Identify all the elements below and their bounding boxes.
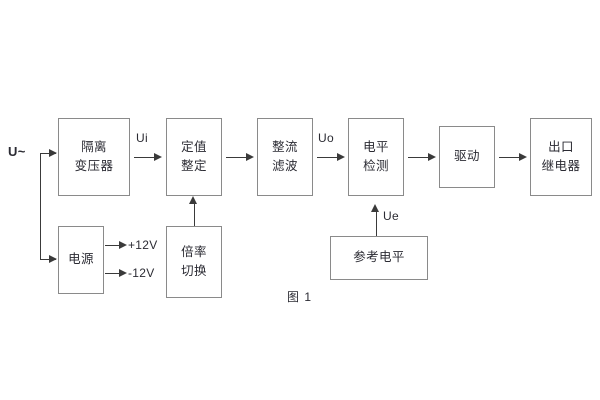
block-reference-level: 参考电平 (330, 236, 428, 280)
arrow-into-power-supply-icon (49, 254, 57, 263)
branch-to-transformer-wire (40, 152, 56, 154)
wire-setting-to-rectifier (226, 156, 248, 158)
signal-label-uo: Uo (318, 131, 334, 145)
arrow-plus12v-icon (119, 240, 127, 249)
wire-plus12v (105, 244, 121, 246)
arrow-rectifier-to-level-detection-icon (337, 152, 345, 161)
arrow-multiplier-to-setting-icon (189, 196, 197, 204)
block-multiplier-switch: 倍率 切换 (166, 226, 222, 298)
block-isolation-transformer-line-1: 隔离 (81, 139, 107, 154)
block-multiplier-switch-line-1: 倍率 (181, 244, 207, 259)
wire-reference-to-level-detection (375, 211, 377, 236)
arrow-level-detection-to-driver-icon (428, 152, 436, 161)
signal-label-ue: Ue (383, 209, 399, 223)
arrow-into-transformer-icon (49, 148, 57, 157)
block-setting-adjust-line-1: 定值 (181, 139, 207, 154)
arrow-minus12v-icon (119, 268, 127, 277)
block-output-relay: 出口 继电器 (530, 118, 592, 196)
block-output-relay-line-1: 出口 (548, 139, 574, 154)
block-driver: 驱动 (439, 126, 495, 188)
block-reference-level-line-1: 参考电平 (353, 250, 405, 265)
block-power-supply-line-1: 电源 (68, 252, 94, 267)
block-isolation-transformer-line-2: 变压器 (74, 159, 114, 173)
block-output-relay-line-2: 继电器 (541, 159, 581, 173)
figure-caption: 图 1 (287, 290, 313, 304)
block-isolation-transformer: 隔离 变压器 (58, 118, 130, 196)
arrow-transformer-to-setting-icon (154, 152, 162, 161)
block-level-detection: 电平 检测 (348, 118, 404, 196)
wire-multiplier-to-setting (193, 203, 195, 226)
block-multiplier-switch-line-2: 切换 (181, 264, 207, 278)
block-level-detection-line-1: 电平 (363, 139, 389, 154)
arrow-reference-to-level-detection-icon (371, 204, 379, 212)
arrow-driver-to-output-relay-icon (519, 152, 527, 161)
block-driver-line-1: 驱动 (454, 149, 480, 164)
input-branch-vertical-wire (40, 152, 42, 260)
branch-to-power-supply-wire (40, 258, 56, 260)
signal-label-ui: Ui (136, 131, 148, 145)
arrow-setting-to-rectifier-icon (246, 152, 254, 161)
block-setting-adjust: 定值 整定 (166, 118, 222, 196)
wire-driver-to-output-relay (499, 156, 521, 158)
wire-minus12v (105, 272, 121, 274)
block-rectifier-filter-line-2: 滤波 (272, 159, 298, 173)
input-voltage-label: U~ (8, 144, 26, 159)
wire-transformer-to-setting (134, 156, 156, 158)
block-rectifier-filter-line-1: 整流 (272, 139, 298, 154)
block-level-detection-line-2: 检测 (363, 159, 389, 173)
power-rail-label-minus12v: -12V (128, 266, 155, 280)
block-power-supply: 电源 (58, 226, 104, 294)
wire-rectifier-to-level-detection (317, 156, 339, 158)
block-rectifier-filter: 整流 滤波 (257, 118, 313, 196)
block-setting-adjust-line-2: 整定 (181, 159, 207, 173)
power-rail-label-plus12v: +12V (128, 238, 158, 252)
wire-level-detection-to-driver (408, 156, 430, 158)
